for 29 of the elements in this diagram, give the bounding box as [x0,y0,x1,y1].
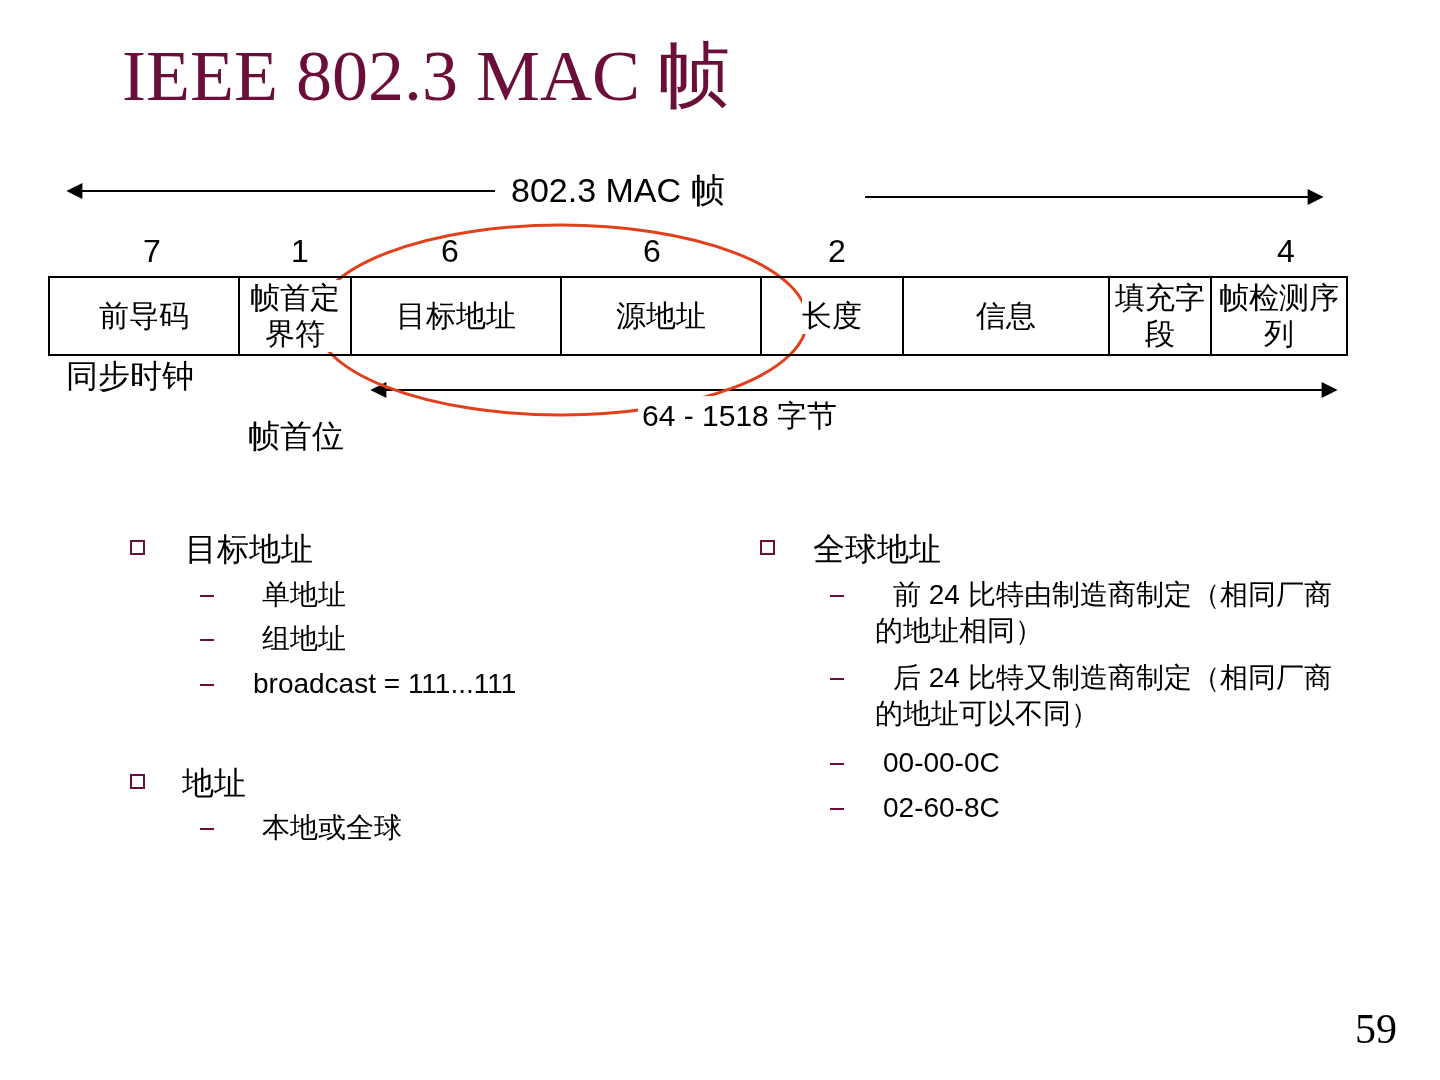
frame-field-cell: 长度 [760,276,904,356]
bullet-item: 前 24 比特由制造商制定（相同厂商的地址相同） [875,578,1333,648]
field-caption: 同步时钟 [66,357,194,396]
bullet-item: 后 24 比特又制造商制定（相同厂商的地址可以不同） [875,661,1333,731]
frame-field-cell: 帧首定界符 [238,276,352,356]
bullet-item: 单地址 [262,578,346,612]
bullet-heading: 全球地址 [813,530,941,569]
byte-count: 4 [1277,233,1295,270]
byte-count: 2 [828,233,846,270]
frame-field-cell: 帧检测序列 [1210,276,1348,356]
bullet-heading: 目标地址 [185,530,313,569]
field-caption: 帧首位 [248,417,344,456]
byte-count: 6 [441,233,459,270]
byte-count: 1 [291,233,309,270]
frame-field-cell: 目标地址 [350,276,562,356]
frame-field-cell: 前导码 [48,276,240,356]
bullet-item: 本地或全球 [262,811,402,845]
byte-count: 6 [643,233,661,270]
bullet-item: broadcast = 111...111 [253,667,517,701]
bullet-heading: 地址 [182,764,246,803]
frame-field-cell: 信息 [902,276,1110,356]
frame-field-cell: 源地址 [560,276,762,356]
frame-field-cell: 填充字段 [1108,276,1212,356]
bullet-item: 02-60-8C [883,791,1000,825]
page-number: 59 [1355,1005,1397,1053]
byte-count: 7 [143,233,161,270]
bullet-item: 组地址 [262,622,346,656]
slide-title: IEEE 802.3 MAC 帧 [122,35,730,118]
bullet-item: 00-00-0C [883,746,1000,780]
